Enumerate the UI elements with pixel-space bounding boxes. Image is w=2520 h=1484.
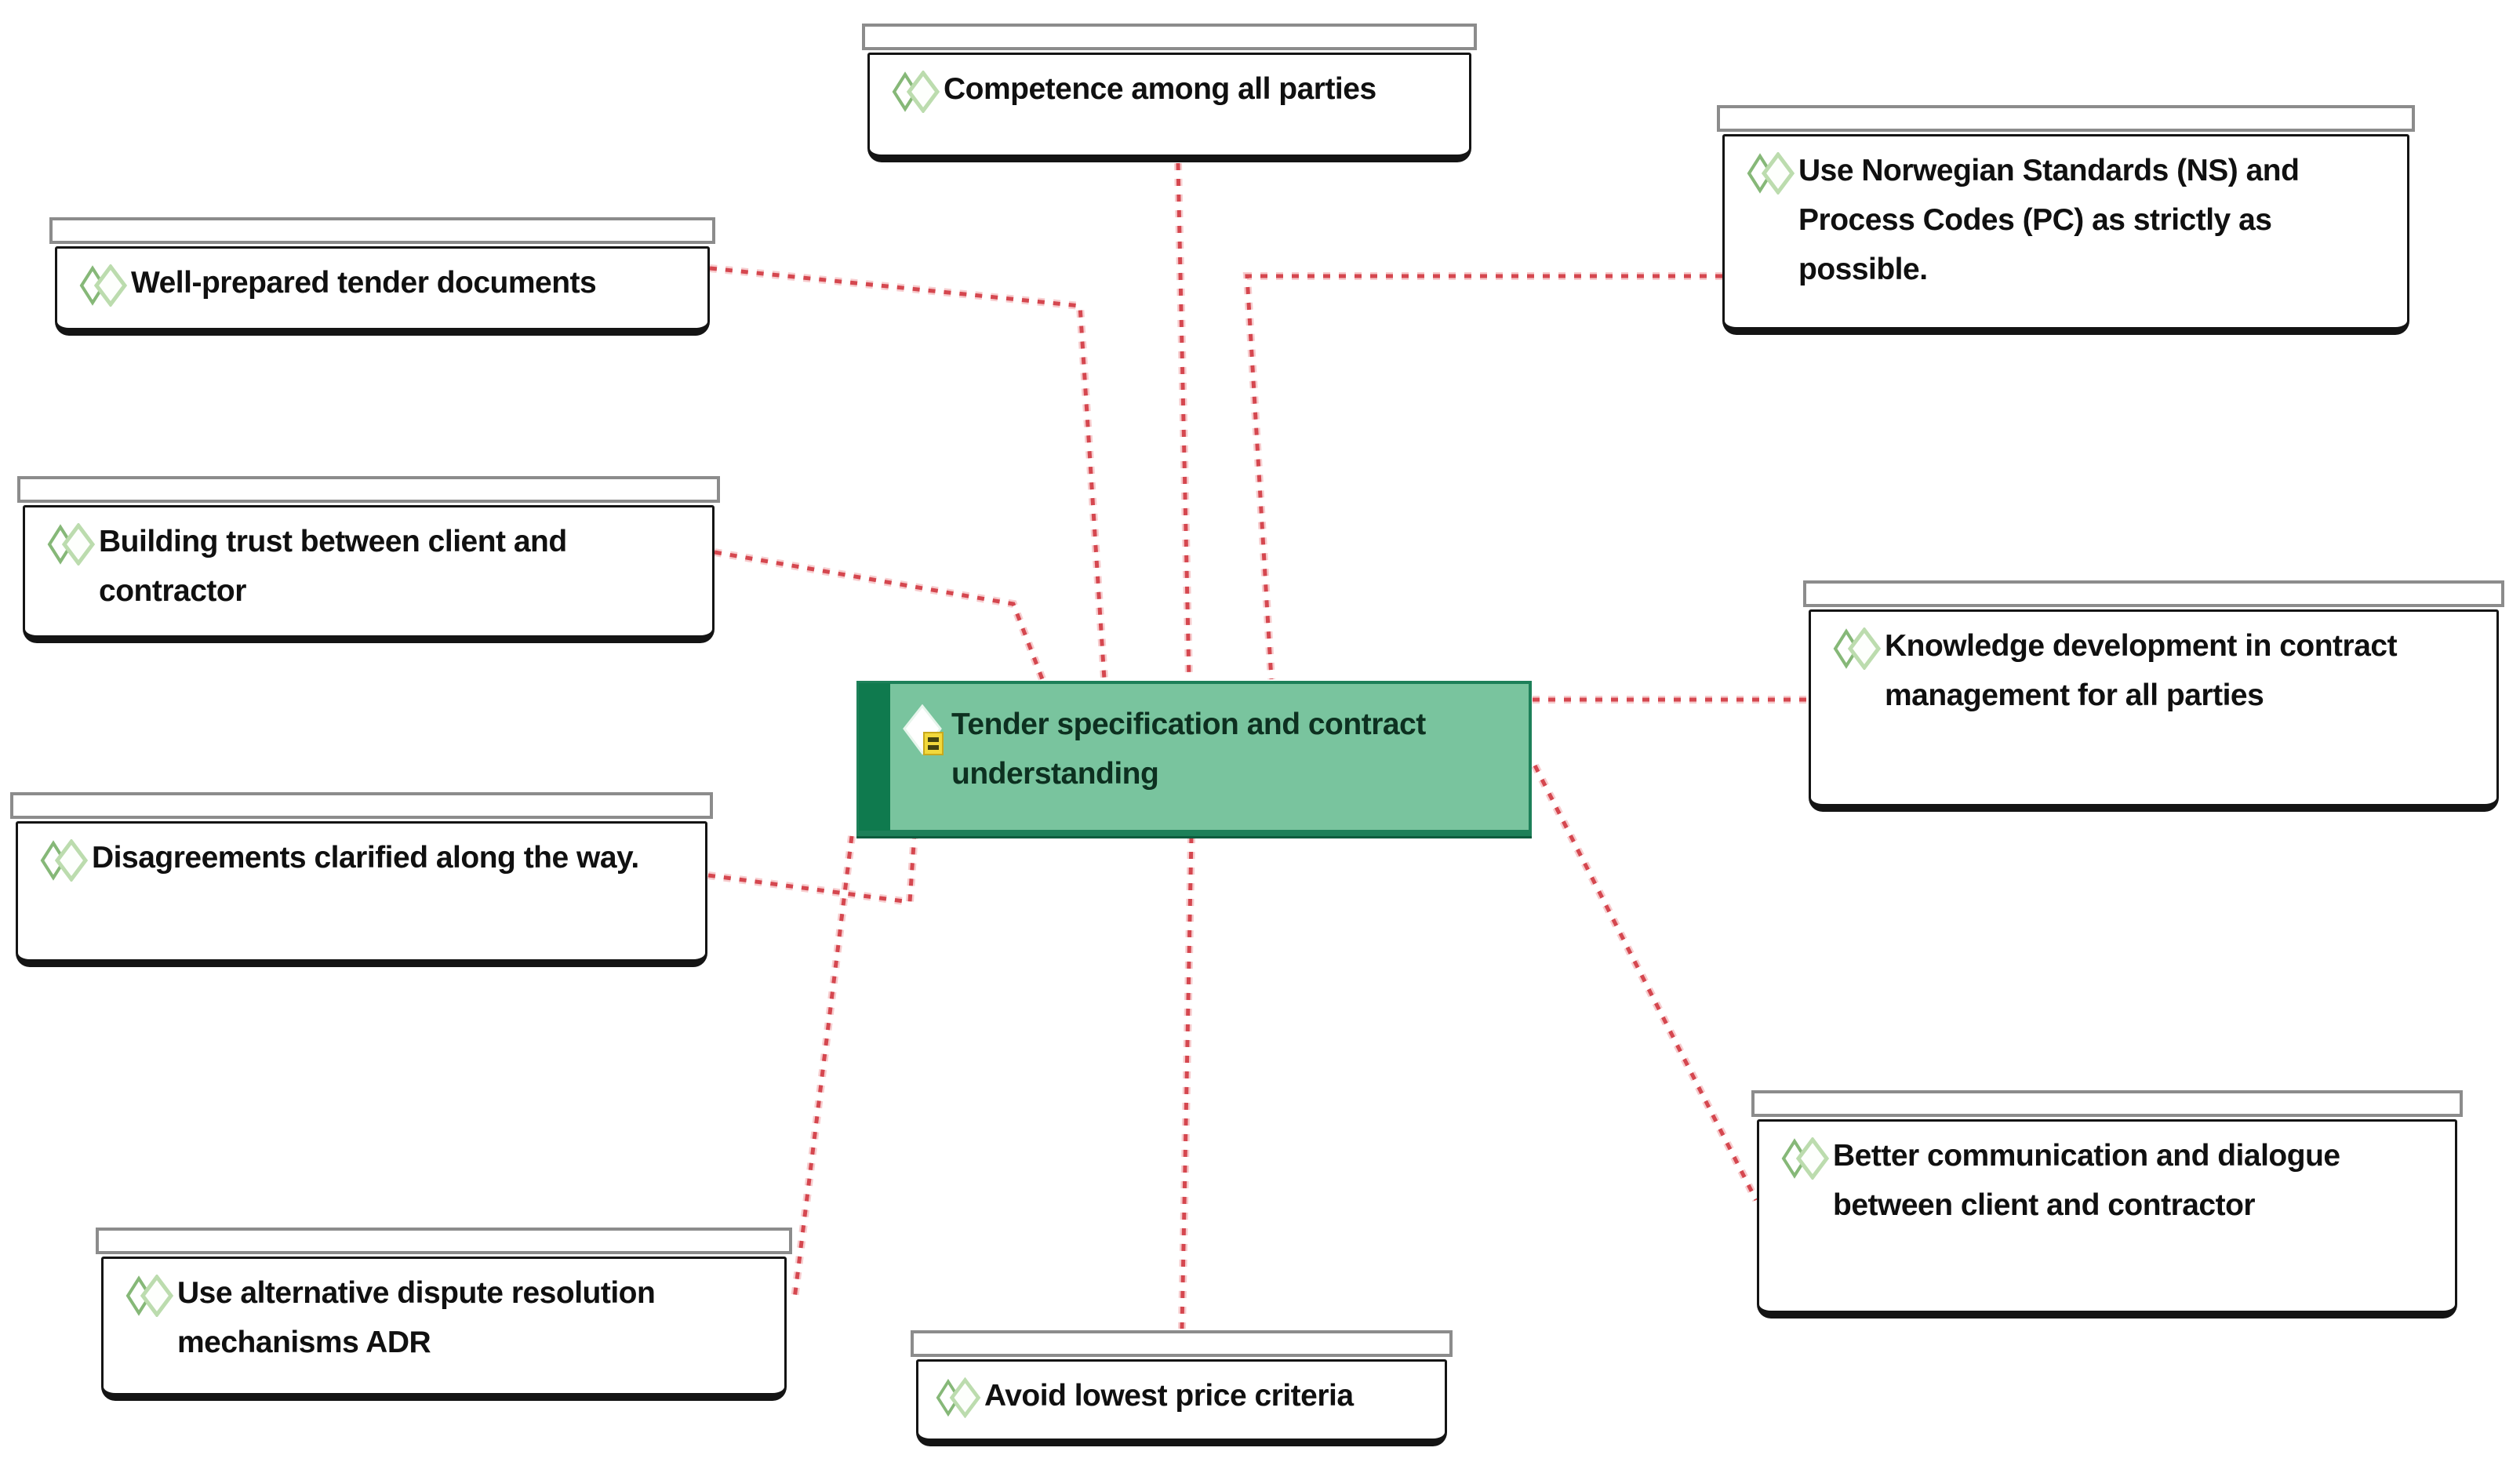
node-label: Avoid lowest price criteria — [984, 1379, 1354, 1413]
node-label: Competence among all parties — [944, 72, 1376, 106]
connector-better-comm[interactable] — [1531, 763, 1760, 1202]
memo-icon — [923, 732, 944, 755]
code-diamonds-icon — [40, 839, 89, 882]
node-label: Knowledge development in contract manage… — [1885, 629, 2398, 712]
code-diamonds-icon — [936, 1377, 981, 1418]
node-knowledge-development[interactable]: Knowledge development in contract manage… — [1803, 580, 2504, 812]
code-diamonds-icon — [47, 523, 96, 566]
node-avoid-lowest-price[interactable]: Avoid lowest price criteria — [911, 1330, 1453, 1446]
connector-building-trust[interactable] — [714, 548, 1046, 681]
node-norwegian-standards[interactable]: Use Norwegian Standards (NS) and Process… — [1717, 105, 2415, 335]
node-adr-mechanisms[interactable]: Use alternative dispute resolution mecha… — [96, 1228, 792, 1401]
connector-norwegian[interactable] — [1242, 272, 1722, 680]
node-header-strip — [1717, 105, 2415, 132]
code-diamonds-icon — [1747, 152, 1795, 195]
central-node-label: Tender specification and contract unders… — [951, 707, 1426, 791]
node-building-trust[interactable]: Building trust between client and contra… — [17, 476, 720, 643]
node-label: Well-prepared tender documents — [131, 266, 597, 300]
code-diamonds-icon — [1833, 627, 1882, 670]
node-header-strip — [96, 1228, 792, 1254]
central-node-accent-bar — [859, 683, 890, 831]
code-diamonds-icon — [125, 1275, 174, 1317]
code-diamonds-icon — [1781, 1137, 1830, 1180]
central-node-tender-specification[interactable]: Tender specification and contract unders… — [856, 681, 1532, 836]
connector-competence[interactable] — [1174, 162, 1193, 680]
connector-adr[interactable] — [791, 835, 856, 1300]
node-header-strip — [1751, 1090, 2463, 1117]
node-header-strip — [1803, 580, 2504, 607]
concept-diamond-icon — [903, 704, 944, 755]
node-header-strip — [49, 217, 715, 244]
node-competence[interactable]: Competence among all parties — [862, 24, 1477, 162]
node-better-communication[interactable]: Better communication and dialogue betwee… — [1751, 1090, 2463, 1319]
connector-well-prepared[interactable] — [709, 264, 1108, 680]
node-label: Better communication and dialogue betwee… — [1833, 1139, 2340, 1222]
connector-disagreements[interactable] — [707, 832, 918, 907]
node-label: Disagreements clarified along the way. — [92, 841, 639, 875]
node-disagreements-clarified[interactable]: Disagreements clarified along the way. — [10, 792, 713, 967]
node-label: Use alternative dispute resolution mecha… — [177, 1276, 656, 1359]
node-header-strip — [10, 792, 713, 819]
connector-avoid-lowest[interactable] — [1178, 835, 1195, 1329]
node-label: Building trust between client and contra… — [99, 525, 567, 608]
node-header-strip — [911, 1330, 1453, 1357]
node-label: Use Norwegian Standards (NS) and Process… — [1798, 154, 2300, 286]
code-diamonds-icon — [79, 264, 128, 307]
node-header-strip — [862, 24, 1477, 50]
node-header-strip — [17, 476, 720, 503]
code-diamonds-icon — [892, 71, 940, 113]
node-well-prepared-tender[interactable]: Well-prepared tender documents — [49, 217, 715, 336]
